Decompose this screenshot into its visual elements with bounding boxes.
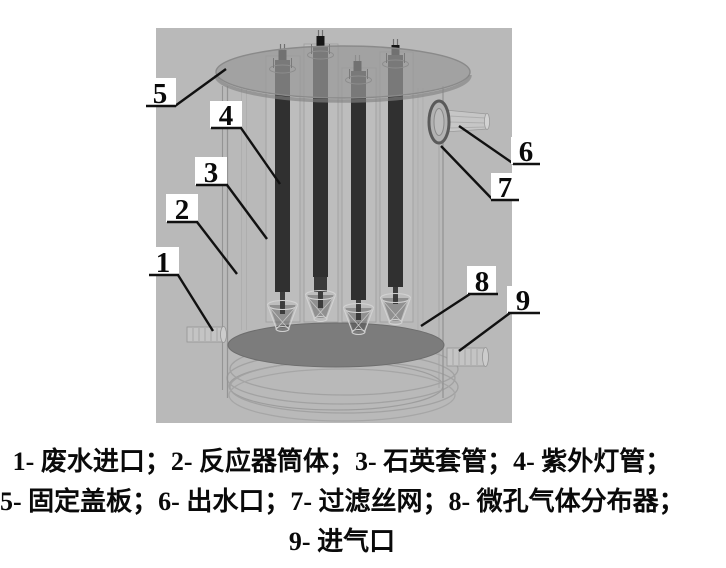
caption-line-1: 1- 废水进口；2- 反应器筒体；3- 石英套管；4- 紫外灯管； [12, 447, 672, 476]
leader-4 [240, 127, 281, 185]
label-box-1 [147, 247, 179, 275]
leader-5 [174, 68, 227, 107]
label-5: 5 [153, 78, 168, 110]
label-box-2 [166, 194, 198, 222]
part-labels: 1 2 3 4 5 6 7 8 9 [144, 78, 540, 317]
wastewater-inlet-pipe [186, 326, 227, 343]
caption-line-3: 9- 进气口 [288, 527, 396, 556]
label-box-5 [144, 78, 176, 106]
lamp-cap [316, 36, 325, 48]
outlet-assembly [427, 99, 490, 145]
label-8: 8 [475, 266, 490, 298]
figure-caption: 1- 废水进口；2- 反应器筒体；3- 石英套管；4- 紫外灯管； 5- 固定盖… [0, 442, 685, 562]
caption-line-2: 5- 固定盖板；6- 出水口；7- 过滤丝网；8- 微孔气体分布器； [0, 487, 685, 516]
label-box-7 [491, 173, 519, 200]
reactor-diagram: 1 2 3 4 5 6 7 8 9 [144, 28, 540, 423]
leader-1 [176, 274, 215, 332]
lamp-holder-basket [266, 289, 412, 336]
label-box-8 [467, 266, 496, 294]
label-6: 6 [519, 136, 534, 168]
uv-lamp [275, 30, 403, 320]
leader-7 [440, 145, 494, 201]
cover-plate [214, 44, 472, 103]
label-1: 1 [156, 247, 171, 279]
leader-6 [458, 125, 515, 165]
leader-3 [226, 184, 268, 240]
label-4: 4 [219, 100, 234, 132]
leader-lines [174, 68, 515, 352]
label-7: 7 [498, 172, 513, 204]
lamp-collar [269, 44, 409, 85]
label-3: 3 [204, 157, 219, 189]
leader-2 [196, 221, 238, 275]
label-box-9 [507, 286, 539, 313]
label-box-4 [210, 101, 242, 128]
label-9: 9 [516, 285, 531, 317]
label-2: 2 [175, 194, 190, 226]
outlet-pipe [444, 109, 488, 133]
leader-9 [458, 312, 511, 352]
gas-distributor-disc [227, 322, 445, 368]
gas-inlet-pipe [446, 347, 489, 367]
leader-8 [420, 292, 471, 328]
label-box-6 [511, 137, 540, 164]
label-box-3 [195, 157, 227, 185]
